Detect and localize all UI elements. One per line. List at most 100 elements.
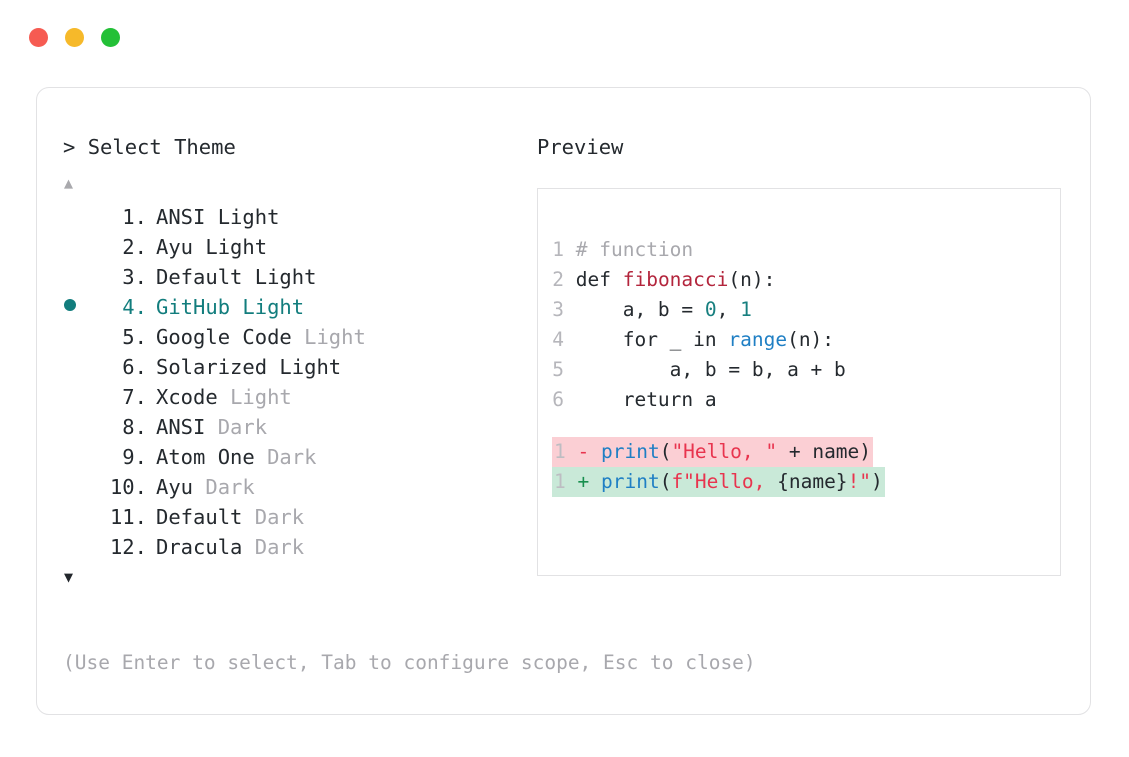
scroll-up-icon[interactable]: ▲ [64, 174, 74, 192]
theme-list-item[interactable]: 3.Default Light [63, 262, 533, 292]
code-line: 3 a, b = 0, 1 [552, 295, 885, 325]
code-token: f"Hello, [671, 470, 778, 493]
theme-list-item[interactable]: 6.Solarized Light [63, 352, 533, 382]
code-token: 1 [740, 298, 752, 321]
diff-marker: - [565, 440, 601, 463]
diff-highlight: 1 - print("Hello, " + name) [552, 437, 874, 467]
theme-item-number: 11. [109, 505, 147, 529]
selected-dot-icon [64, 299, 76, 311]
theme-list-item[interactable]: 5.Google Code Light [63, 322, 533, 352]
line-gutter-space [564, 298, 576, 321]
theme-list-item[interactable]: 11.Default Dark [63, 502, 533, 532]
theme-item-number: 10. [109, 475, 147, 499]
prompt-spacer [75, 135, 87, 159]
page-title: > Select Theme [63, 134, 533, 160]
line-number: 1 [552, 238, 564, 261]
scroll-down-icon[interactable]: ▼ [64, 568, 74, 586]
theme-item-variant: Light [217, 205, 280, 229]
theme-list-item[interactable]: 2.Ayu Light [63, 232, 533, 262]
code-line: 1 # function [552, 235, 885, 265]
line-number: 1 [554, 470, 566, 493]
code-token: print [600, 440, 660, 463]
theme-item-number: 1. [109, 205, 147, 229]
theme-item-name: Ayu [156, 475, 206, 499]
theme-item-number: 6. [109, 355, 147, 379]
theme-item-name: Dracula [156, 535, 255, 559]
code-token: fibonacci [622, 268, 729, 291]
theme-list: 1. ANSI Light 2. Ayu Light 3.Default Light… [63, 202, 533, 562]
theme-item-number: 8. [109, 415, 147, 439]
theme-list-item[interactable]: 1. ANSI Light [63, 202, 533, 232]
theme-item-variant: Light [230, 385, 292, 409]
code-token: + name) [777, 440, 872, 463]
theme-item-number: 9. [109, 445, 147, 469]
theme-list-item[interactable]: 9. Atom One Dark [63, 442, 533, 472]
line-number: 5 [552, 358, 564, 381]
theme-list-item[interactable]: 4. GitHub Light [63, 292, 533, 322]
theme-item-variant: Dark [205, 475, 255, 499]
theme-item-name: Xcode [156, 385, 231, 409]
theme-item-variant: Light [242, 295, 305, 319]
code-token: "Hello, " [671, 440, 778, 463]
page-title-text: Select Theme [87, 135, 236, 159]
keyboard-hint: (Use Enter to select, Tab to configure s… [63, 651, 756, 674]
code-token: ( [659, 470, 672, 493]
line-number: 1 [554, 440, 566, 463]
code-token: print [600, 470, 660, 493]
close-window-button[interactable] [29, 28, 48, 47]
theme-item-variant: Dark [254, 535, 305, 559]
code-token: {name} [777, 470, 848, 493]
diff-marker: + [565, 470, 601, 493]
code-token: def [575, 268, 623, 291]
theme-item-name: Default [156, 505, 255, 529]
diff-highlight: 1 + print(f"Hello, {name}!") [552, 467, 885, 497]
prompt-marker: > [63, 135, 76, 159]
code-line: 5 a, b = b, a + b [552, 355, 885, 385]
diff-line-del: 1 - print("Hello, " + name) [552, 437, 885, 467]
theme-list-item[interactable]: 12.Dracula Dark [63, 532, 533, 562]
code-line: 6 return a [552, 385, 885, 415]
theme-item-name: ANSI [156, 205, 218, 229]
theme-list-item[interactable]: 7. Xcode Light [63, 382, 533, 412]
theme-item-name: Google Code [156, 325, 305, 349]
theme-item-name: ANSI [156, 415, 218, 439]
line-gutter-space [564, 268, 576, 291]
code-token: return a [575, 388, 717, 411]
code-line: 2 def fibonacci(n): [552, 265, 885, 295]
line-number: 2 [552, 268, 564, 291]
theme-item-number: 7. [109, 385, 147, 409]
window-controls [29, 28, 120, 47]
code-line: 4 for _ in range(n): [552, 325, 885, 355]
theme-item-variant: Light [304, 325, 366, 349]
theme-list-item[interactable]: 8.ANSI Dark [63, 412, 533, 442]
theme-item-name: Default [156, 265, 255, 289]
maximize-window-button[interactable] [101, 28, 120, 47]
code-token: range [728, 328, 788, 351]
theme-item-variant: Dark [267, 445, 317, 469]
code-token: ( [659, 440, 672, 463]
line-gutter-space [564, 358, 576, 381]
code-token: 0 [704, 298, 717, 321]
line-number: 4 [552, 328, 564, 351]
code-token: (n): [728, 268, 776, 291]
preview-label: Preview [537, 135, 624, 159]
theme-list-item[interactable]: 10. Ayu Dark [63, 472, 533, 502]
minimize-window-button[interactable] [65, 28, 84, 47]
code-token: # function [575, 238, 694, 261]
theme-item-number: 2. [109, 235, 147, 259]
code-token: !" [847, 470, 872, 493]
theme-item-name: Atom One [156, 445, 268, 469]
theme-item-name: GitHub [156, 295, 243, 319]
theme-item-variant: Light [279, 355, 342, 379]
diff-line-add: 1 + print(f"Hello, {name}!") [552, 467, 885, 497]
line-gutter-space [564, 328, 576, 351]
selection-bullet-icon [63, 294, 93, 324]
theme-item-number: 4. [109, 295, 147, 319]
line-gutter-space [564, 238, 576, 261]
line-number: 6 [552, 388, 564, 411]
theme-item-name: Ayu [156, 235, 206, 259]
code-token: for _ in [575, 328, 729, 351]
